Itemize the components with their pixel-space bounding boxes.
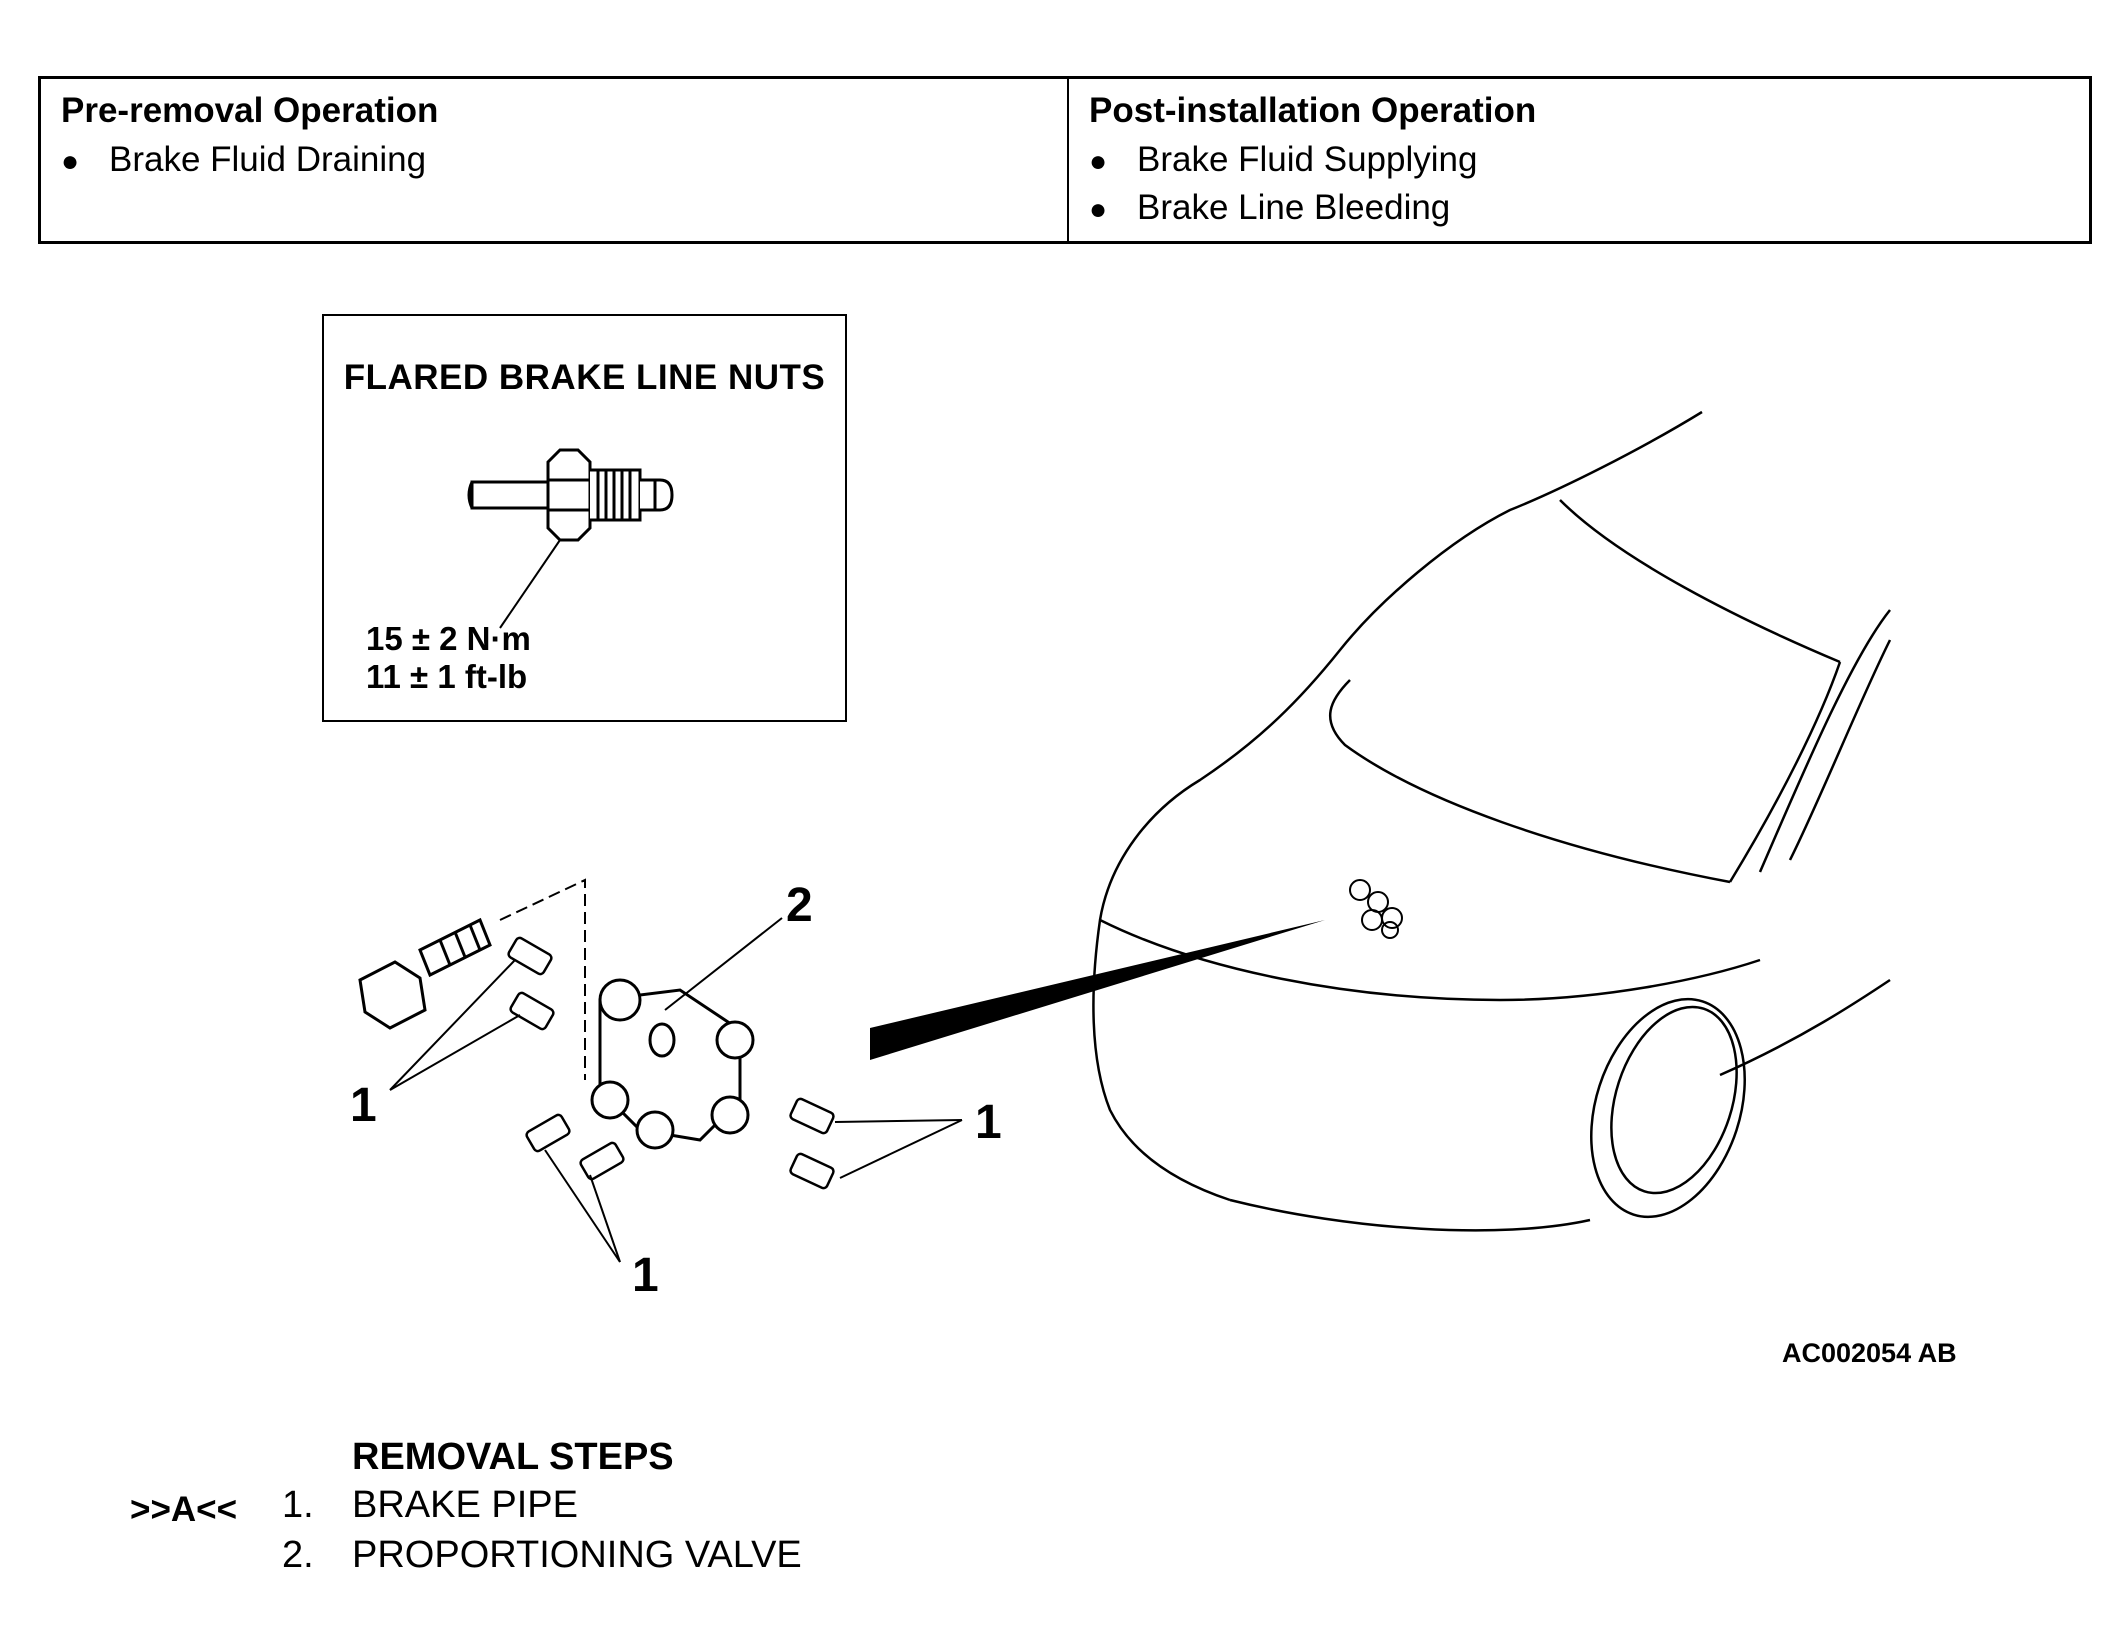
pre-removal-list: ● Brake Fluid Draining	[61, 137, 1047, 185]
step-number: 2.	[282, 1534, 314, 1576]
post-installation-title: Post-installation Operation	[1089, 91, 1537, 130]
removal-steps-heading: REMOVAL STEPS	[352, 1436, 674, 1478]
car-outline	[1092, 410, 1892, 1232]
step-number: 1.	[282, 1484, 314, 1526]
operations-table: Pre-removal Operation ● Brake Fluid Drai…	[38, 76, 2092, 244]
post-installation-column: Post-installation Operation ● Brake Flui…	[1069, 79, 2089, 241]
figure-code: AC002054 AB	[1782, 1338, 1957, 1368]
callout-proportioning-valve: 2	[786, 879, 813, 932]
step-label: PROPORTIONING VALVE	[352, 1534, 802, 1576]
post-installation-list: ● Brake Fluid Supplying ● Brake Line Ble…	[1089, 137, 2069, 233]
pointer-wedge	[870, 920, 1325, 1060]
post-installation-item-label: Brake Line Bleeding	[1137, 188, 1451, 227]
pre-removal-item-label: Brake Fluid Draining	[109, 140, 427, 179]
torque-spec-box: FLARED BRAKE LINE NUTS 15 ± 2 N·m 11 ± 1…	[322, 314, 847, 722]
list-item: ● Brake Fluid Draining	[61, 137, 1047, 185]
callout-brake-pipe: 1	[975, 1096, 1002, 1149]
step-label: BRAKE PIPE	[352, 1484, 578, 1526]
torque-value-metric: 15 ± 2 N·m	[366, 620, 531, 657]
valve-location-marker	[1349, 879, 1403, 939]
list-item: ● Brake Line Bleeding	[1089, 185, 2069, 233]
torque-value-imperial: 11 ± 1 ft-lb	[366, 658, 528, 695]
list-item: ● Brake Fluid Supplying	[1089, 137, 2069, 185]
flare-nut-illustration	[467, 448, 674, 542]
pre-removal-column: Pre-removal Operation ● Brake Fluid Drai…	[41, 79, 1069, 241]
bullet-icon: ●	[1089, 145, 1108, 178]
torque-spec-title: FLARED BRAKE LINE NUTS	[343, 358, 826, 397]
proportioning-valve-illustration	[590, 978, 755, 1150]
callout-brake-pipe: 1	[350, 1079, 377, 1132]
bullet-icon: ●	[61, 145, 80, 178]
pre-removal-title: Pre-removal Operation	[61, 91, 439, 130]
mounting-bolt-illustration	[358, 917, 492, 1030]
bolt-alignment-dashline	[499, 878, 586, 1080]
callout-brake-pipe: 1	[632, 1249, 659, 1302]
callout-leader-lines	[389, 917, 963, 1263]
brake-pipe-fittings	[507, 936, 835, 1190]
torque-leader-line	[499, 539, 561, 629]
bullet-icon: ●	[1089, 193, 1108, 226]
post-installation-item-label: Brake Fluid Supplying	[1137, 140, 1478, 179]
service-point-reference: >>A<<	[130, 1490, 238, 1529]
